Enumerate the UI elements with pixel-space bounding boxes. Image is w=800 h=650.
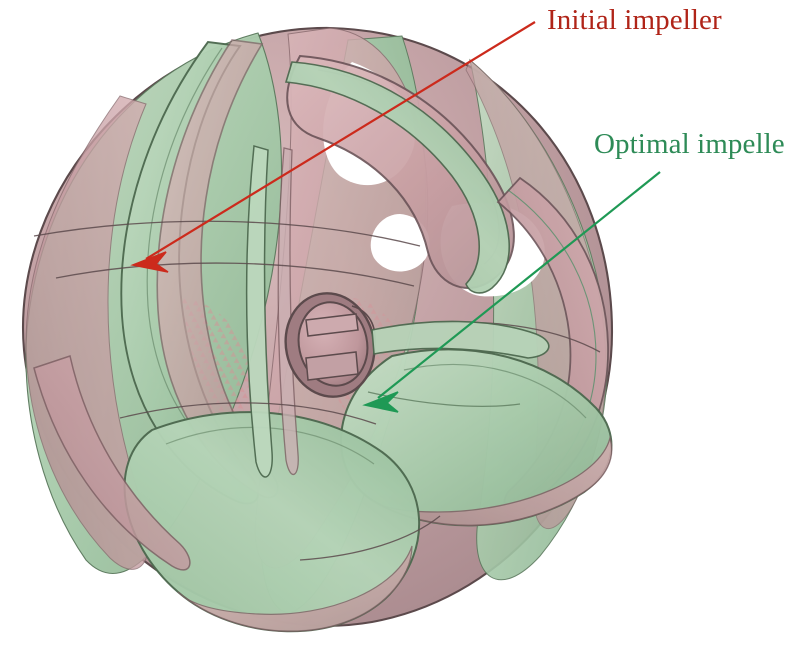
hub-plate bbox=[367, 320, 550, 407]
impeller-hub bbox=[284, 292, 376, 398]
arrowhead-optimal bbox=[362, 391, 399, 413]
arrowhead-initial bbox=[130, 251, 169, 273]
impeller-blades bbox=[33, 39, 613, 633]
annotation-label-optimal: Optimal impelle bbox=[594, 128, 785, 160]
annotation-leader-initial bbox=[130, 21, 536, 273]
annotation-leader-optimal bbox=[362, 171, 661, 413]
annotation-label-initial: Initial impeller bbox=[547, 4, 722, 36]
impeller-body bbox=[21, 26, 614, 633]
